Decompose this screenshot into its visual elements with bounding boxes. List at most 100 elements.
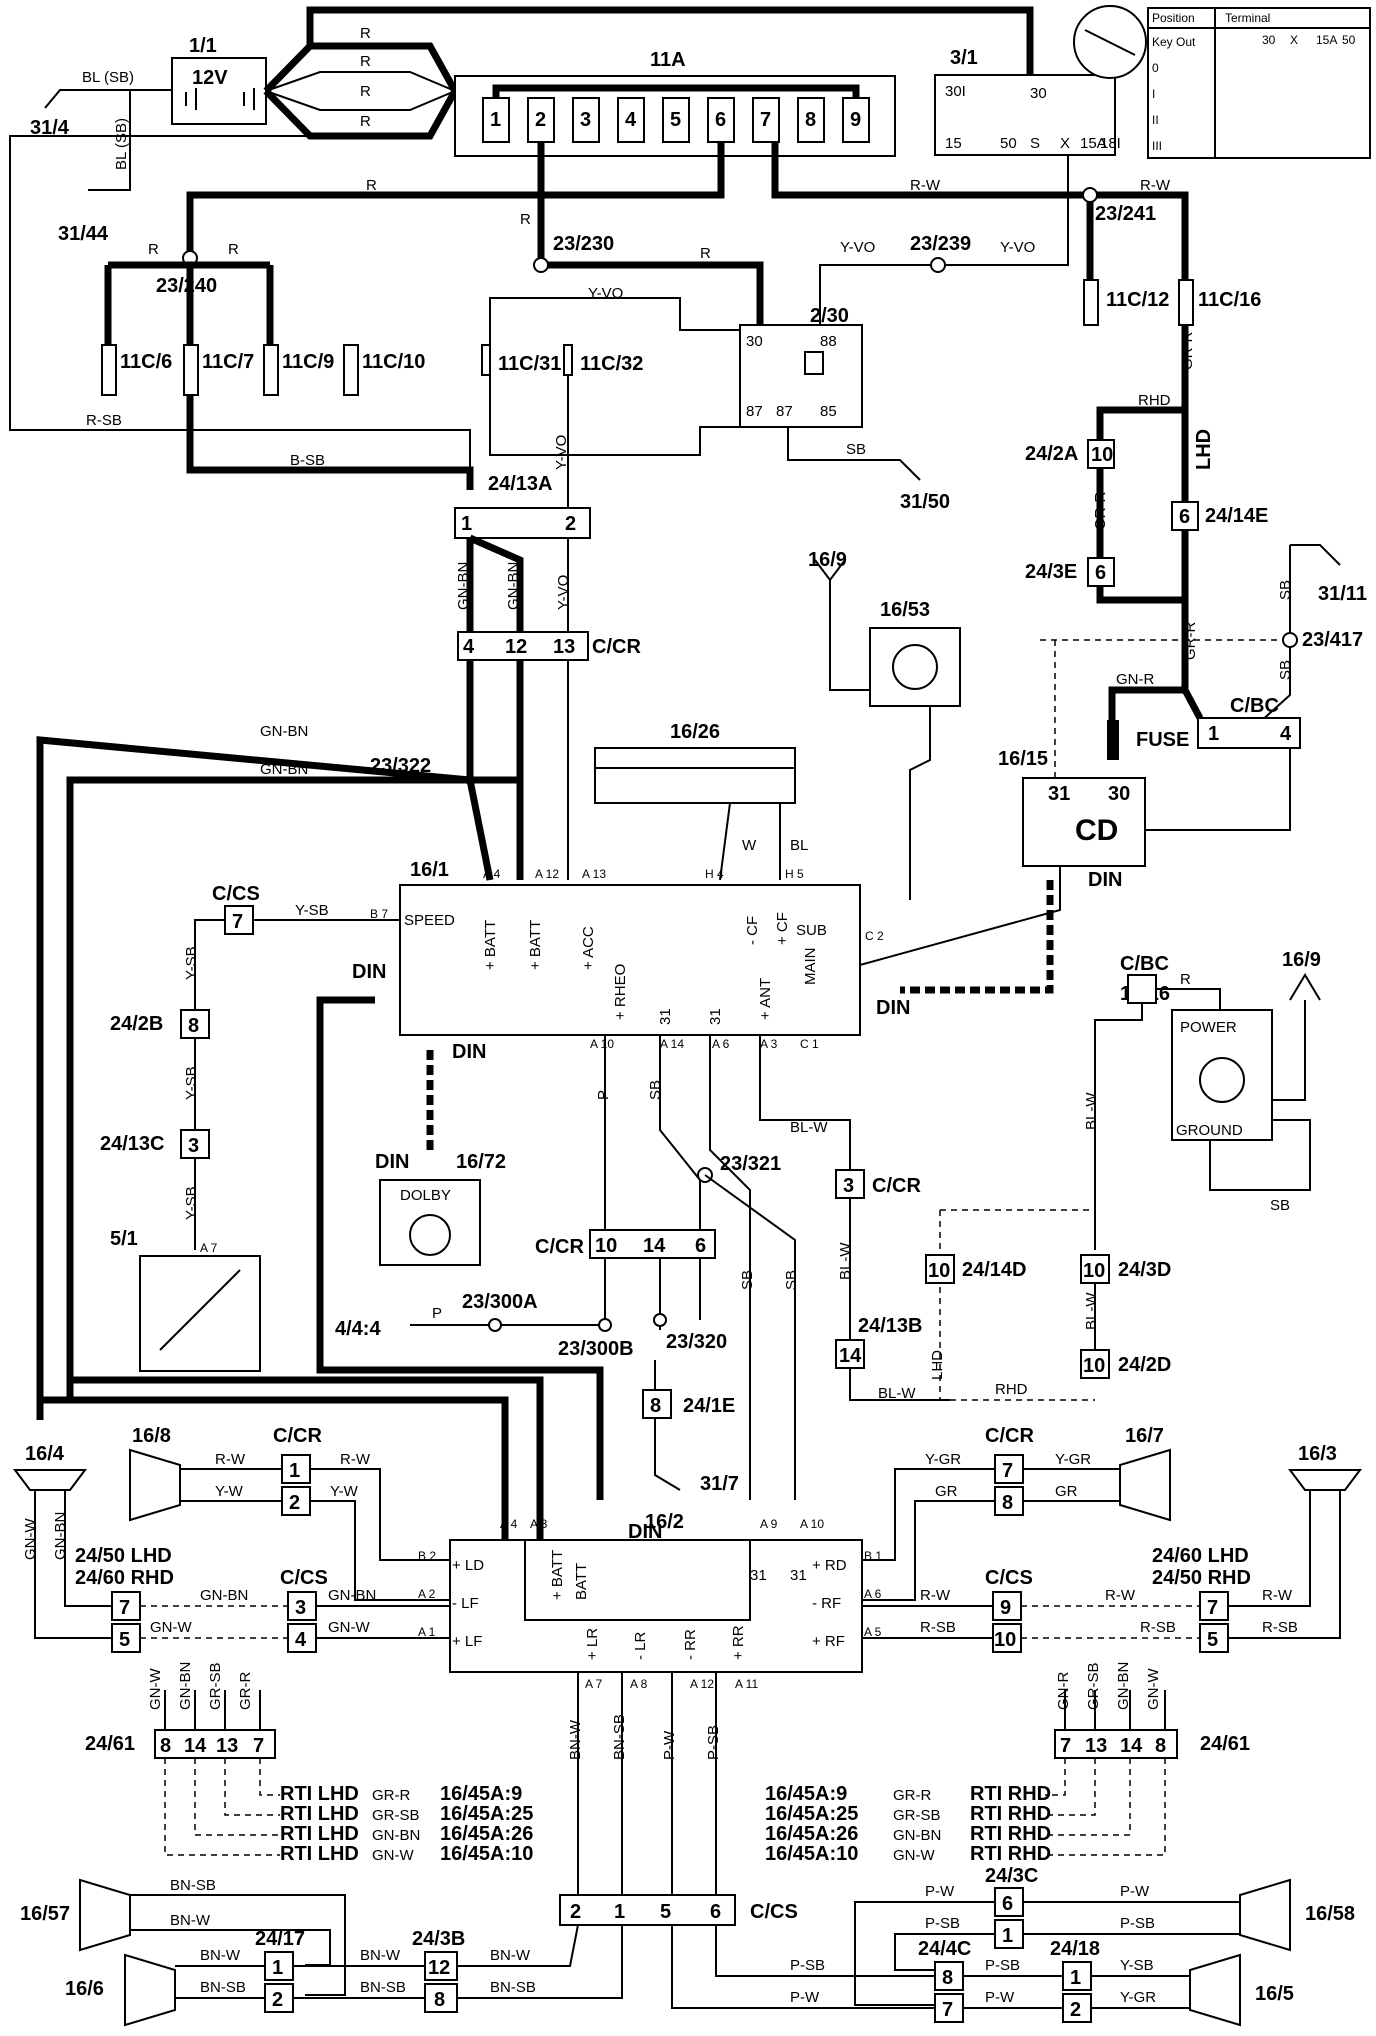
svg-text:RTI LHD: RTI LHD <box>280 1803 359 1825</box>
svg-text:16/2: 16/2 <box>645 1511 684 1533</box>
svg-text:C/BC: C/BC <box>1230 695 1279 717</box>
wire-label: GR-R <box>1179 332 1196 370</box>
svg-text:11C/6: 11C/6 <box>120 351 172 373</box>
dolby-unit-16-72: DOLBY 16/72 DIN <box>375 1151 506 1266</box>
svg-text:A 10: A 10 <box>590 1037 614 1051</box>
svg-text:87: 87 <box>746 403 763 420</box>
svg-text:24/18: 24/18 <box>1050 1938 1100 1960</box>
wire <box>36 736 471 1420</box>
svg-text:6: 6 <box>1179 506 1190 528</box>
cf-unit-16-26: 16/26 <box>594 721 796 804</box>
wire <box>489 345 740 456</box>
wire-label: W <box>742 837 757 854</box>
svg-text:31: 31 <box>790 1567 807 1584</box>
amplifier-16-53: 16/53 <box>869 599 961 707</box>
svg-text:7: 7 <box>760 109 771 131</box>
ground-31-44: 31/44 <box>58 223 109 245</box>
svg-text:II: II <box>1152 113 1159 127</box>
wire-label: GR-SB <box>207 1662 224 1710</box>
svg-text:50: 50 <box>1000 135 1017 152</box>
svg-text:DOLBY: DOLBY <box>400 1187 451 1204</box>
svg-text:16/45A:26: 16/45A:26 <box>440 1823 533 1845</box>
wire-label: GN-BN <box>505 562 522 610</box>
svg-text:8: 8 <box>942 1967 953 1989</box>
connector-24-3c: 24/3C 6 1 <box>985 1865 1038 1949</box>
svg-text:C/CR: C/CR <box>273 1425 322 1447</box>
svg-text:1/1: 1/1 <box>189 35 217 57</box>
cd-changer: CD 31 30 16/15 DIN <box>998 748 1146 891</box>
fuse-8: 8 <box>797 97 825 143</box>
wire-label: BL (SB) <box>113 118 130 170</box>
connector-24-4c: 24/4C 8 7 <box>918 1938 971 2023</box>
svg-text:30: 30 <box>1262 33 1276 47</box>
svg-text:A 6: A 6 <box>864 1587 882 1601</box>
svg-text:+ RF: + RF <box>812 1633 845 1650</box>
wire-label: R <box>148 241 159 258</box>
svg-text:5: 5 <box>1207 1629 1218 1651</box>
wire-label: Y-GR <box>925 1451 961 1468</box>
svg-text:24/1E: 24/1E <box>683 1395 735 1417</box>
svg-text:10: 10 <box>1091 444 1113 466</box>
splice-23-241 <box>1082 187 1098 203</box>
ground-31-50: 31/50 <box>900 491 950 513</box>
wire-label: Y-W <box>215 1483 244 1500</box>
fuse-4: 4 <box>617 97 645 143</box>
svg-text:10: 10 <box>595 1235 617 1257</box>
svg-text:16/5: 16/5 <box>1255 1983 1294 2005</box>
svg-text:+ RR: + RR <box>730 1625 747 1660</box>
svg-text:16/45A:25: 16/45A:25 <box>440 1803 533 1825</box>
splice-label: 23/300A <box>462 1291 538 1313</box>
splice-label: 23/300B <box>558 1338 634 1360</box>
wire-label: P-W <box>661 1730 678 1760</box>
wire-label: R <box>360 113 371 130</box>
svg-text:A 10: A 10 <box>800 1517 824 1531</box>
svg-text:16/26: 16/26 <box>670 721 720 743</box>
wire-label: P-SB <box>790 1957 825 1974</box>
wire-label: SB <box>783 1270 800 1290</box>
svg-text:RTI RHD: RTI RHD <box>970 1823 1051 1845</box>
svg-text:16/45A:10: 16/45A:10 <box>440 1843 533 1865</box>
svg-text:10: 10 <box>994 1629 1016 1651</box>
wire-label: Y-VO <box>555 575 572 610</box>
speaker-16-8: 16/8 <box>129 1425 181 1522</box>
wire-label: BL-W <box>1083 1092 1100 1130</box>
wire <box>9 135 471 490</box>
svg-text:7: 7 <box>253 1735 264 1757</box>
splice-23-300b <box>598 1318 612 1332</box>
wire <box>537 142 764 330</box>
wire-label: GR-R <box>1092 492 1109 530</box>
wire-label: P-W <box>925 1883 955 1900</box>
splice-23-300a <box>488 1318 502 1332</box>
svg-text:24/4C: 24/4C <box>918 1938 971 1960</box>
svg-text:- LF: - LF <box>452 1595 479 1612</box>
svg-text:24/50 LHD: 24/50 LHD <box>75 1545 172 1567</box>
svg-text:2: 2 <box>565 513 576 535</box>
svg-text:4: 4 <box>1280 723 1292 745</box>
svg-text:8: 8 <box>160 1735 171 1757</box>
svg-text:16/57: 16/57 <box>20 1903 70 1925</box>
wire-label: SB <box>739 1270 756 1290</box>
battery: 1/1 12V <box>171 35 267 125</box>
svg-text:A 4: A 4 <box>483 867 501 881</box>
svg-text:S: S <box>1030 135 1040 152</box>
wire <box>787 427 921 481</box>
wire-label: GR-R <box>1182 622 1199 660</box>
svg-text:MAIN: MAIN <box>802 948 819 986</box>
fuse-11c-31: 11C/31 <box>481 344 561 376</box>
amplifier-16-2: 16/2 + LD - LF + LF + BATT BATT 31 31 + … <box>418 1511 882 1691</box>
wire-label: P-SB <box>925 1915 960 1932</box>
connector-24-3b: 24/3B 12 8 <box>412 1928 465 2013</box>
wire-label: BN-W <box>200 1947 241 1964</box>
svg-text:A 12: A 12 <box>535 867 559 881</box>
svg-text:A 2: A 2 <box>418 1587 436 1601</box>
connector-24-18: 24/18 1 2 <box>1050 1938 1100 2023</box>
svg-text:Position: Position <box>1152 11 1195 25</box>
svg-text:11C/7: 11C/7 <box>202 351 254 373</box>
svg-text:1: 1 <box>1002 1925 1013 1947</box>
